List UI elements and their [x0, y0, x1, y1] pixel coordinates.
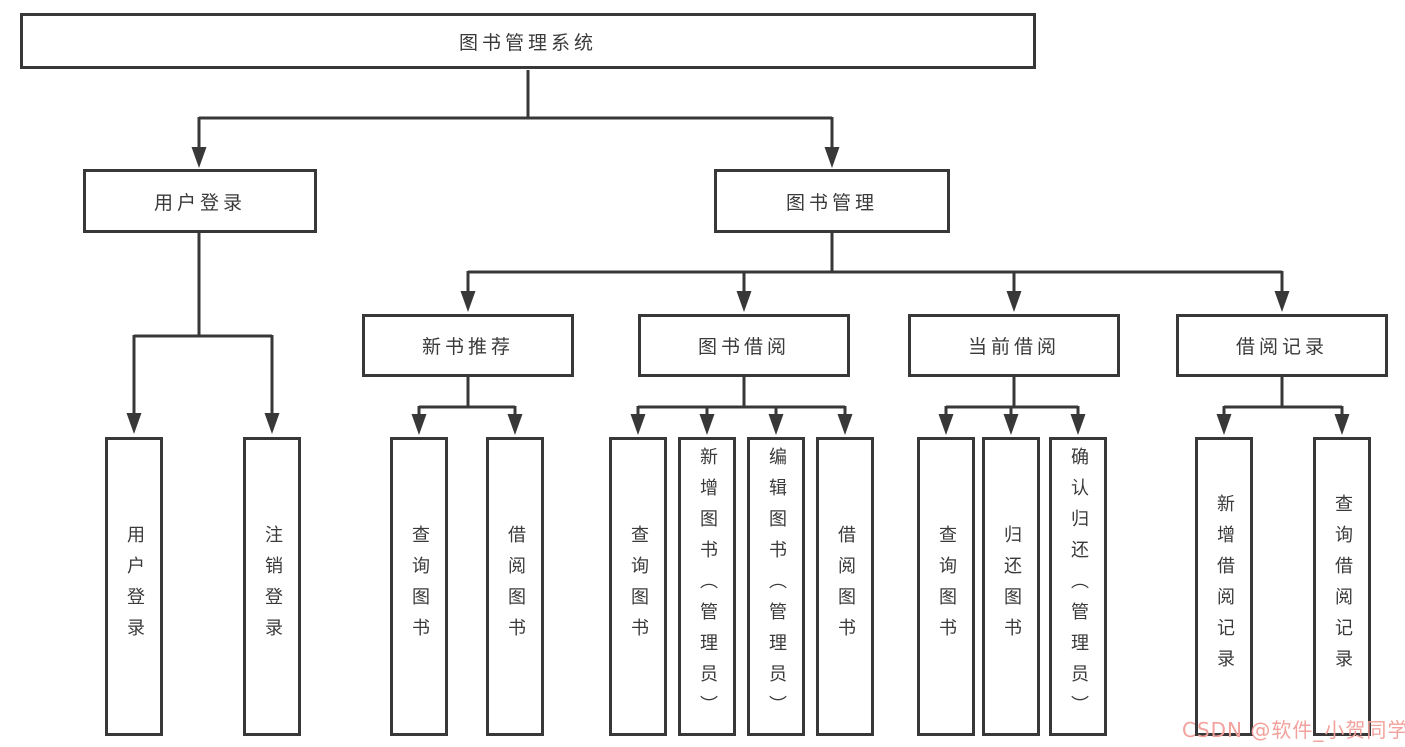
leaf-add-books-admin: 新增图书（管理员）: [678, 437, 736, 736]
connector-mgmt-to-level3: [466, 231, 1284, 294]
node-label: 查询图书: [628, 524, 649, 649]
leaf-confirm-return-admin: 确认归还（管理员）: [1049, 437, 1107, 736]
node-label: 新增图书（管理员）: [697, 447, 718, 726]
node-current-borrow: 当前借阅: [908, 314, 1120, 377]
leaf-user-login: 用户登录: [105, 437, 163, 736]
connector-current-branch: [944, 375, 1080, 418]
arrowhead: [191, 147, 207, 168]
arrowhead: [630, 414, 646, 435]
arrowhead: [837, 414, 853, 435]
arrowhead: [126, 413, 142, 434]
arrowhead: [1003, 414, 1019, 435]
node-label: 注销登录: [262, 524, 283, 649]
node-label: 图书管理: [785, 191, 878, 214]
arrowhead: [1274, 291, 1290, 312]
node-library-system-root: 图书管理系统: [20, 13, 1036, 69]
node-label: 归还图书: [1001, 524, 1022, 649]
node-label: 确认归还（管理员）: [1068, 447, 1089, 726]
arrowhead: [938, 414, 954, 435]
leaf-query-books-recommend: 查询图书: [390, 437, 448, 736]
leaf-return-books: 归还图书: [982, 437, 1040, 736]
node-label: 用户登录: [124, 524, 145, 649]
node-label: 借阅图书: [505, 524, 526, 649]
arrowhead: [507, 414, 523, 435]
arrowheads: [126, 147, 1350, 435]
arrowhead: [411, 414, 427, 435]
node-label: 编辑图书（管理员）: [766, 447, 787, 726]
arrowhead: [1334, 414, 1350, 435]
leaf-edit-books-admin: 编辑图书（管理员）: [747, 437, 805, 736]
arrowhead: [824, 147, 840, 168]
watermark-csdn: CSDN @软件_小贺同学: [1182, 718, 1405, 742]
arrowhead: [1216, 414, 1232, 435]
node-label: 查询图书: [409, 524, 430, 649]
node-label: 查询图书: [936, 524, 957, 649]
connector-root-to-level2: [197, 70, 834, 150]
arrowhead: [1070, 414, 1086, 435]
leaf-borrow-books-recommend: 借阅图书: [486, 437, 544, 736]
arrowhead: [460, 291, 476, 312]
node-label: 用户登录: [153, 191, 246, 214]
connector-newbook-branch: [417, 375, 517, 418]
leaf-borrow-books: 借阅图书: [816, 437, 874, 736]
arrowhead: [264, 413, 280, 434]
node-label: 借阅记录: [1235, 336, 1328, 358]
node-label: 当前借阅: [967, 336, 1060, 358]
node-label: 图书借阅: [697, 336, 790, 358]
arrowhead: [1006, 291, 1022, 312]
node-label: 新书推荐: [421, 336, 514, 358]
connector-records-branch: [1222, 375, 1344, 418]
node-borrow-records: 借阅记录: [1176, 314, 1388, 377]
node-label: 新增借阅记录: [1214, 493, 1235, 680]
leaf-query-borrow-record: 查询借阅记录: [1313, 437, 1371, 736]
node-book-borrow: 图书借阅: [638, 314, 850, 377]
node-book-management-branch: 图书管理: [714, 169, 950, 233]
node-label: 查询借阅记录: [1332, 493, 1353, 680]
leaf-query-books-current: 查询图书: [917, 437, 975, 736]
leaf-add-borrow-record: 新增借阅记录: [1195, 437, 1253, 736]
connector-user-branch: [132, 231, 274, 416]
node-user-login-branch: 用户登录: [83, 169, 317, 233]
leaf-logout: 注销登录: [243, 437, 301, 736]
connector-borrow-branch: [636, 375, 847, 418]
arrowhead: [768, 414, 784, 435]
arrowhead: [736, 291, 752, 312]
node-label: 借阅图书: [835, 524, 856, 649]
leaf-query-books-borrow: 查询图书: [609, 437, 667, 736]
node-new-book-recommend: 新书推荐: [362, 314, 574, 377]
arrowhead: [699, 414, 715, 435]
node-label: 图书管理系统: [458, 31, 597, 54]
